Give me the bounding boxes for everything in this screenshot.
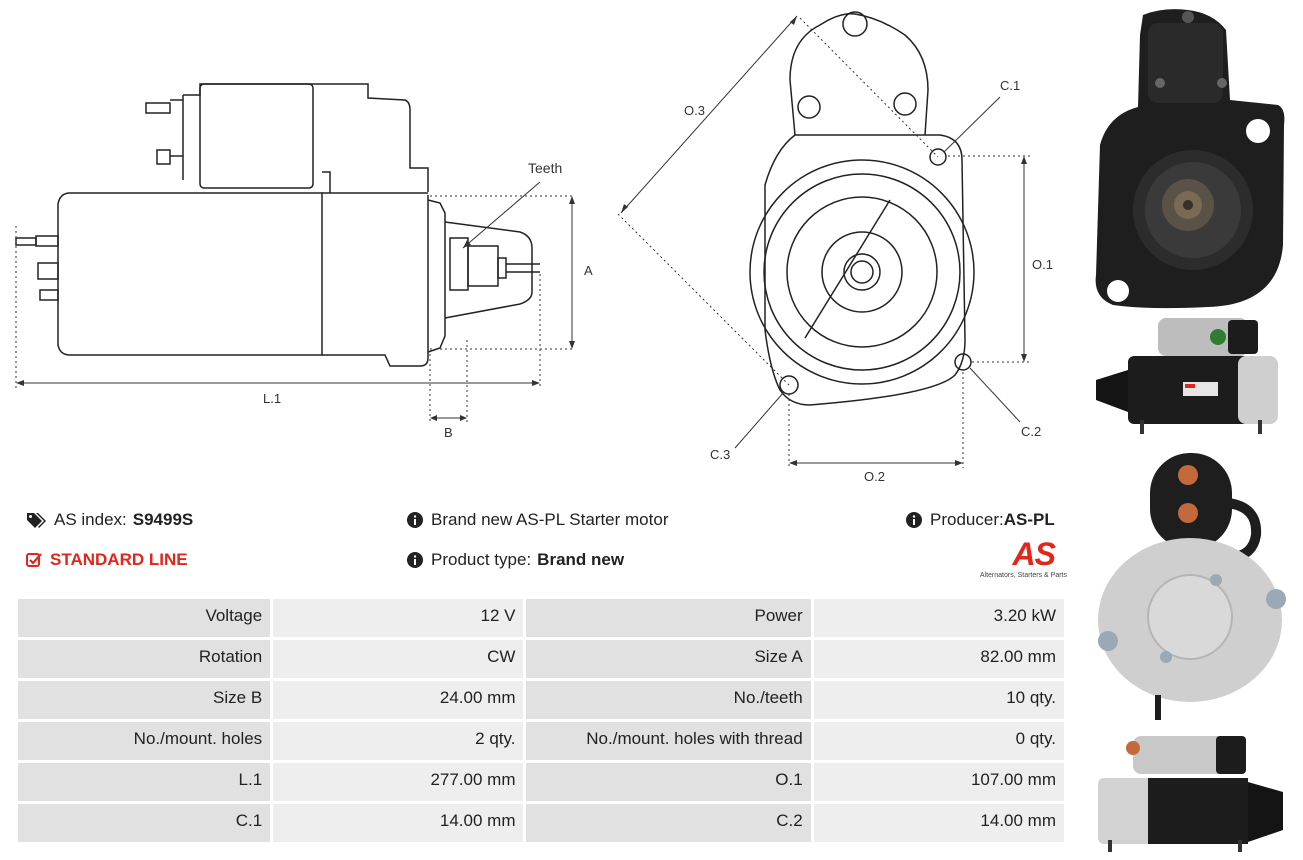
spec-value: 82.00 mm: [813, 640, 1064, 678]
front-view-drawing: O.3 C.1 O.1 C.2 C.3 O.2: [617, 11, 1053, 484]
label-c1: C.1: [1000, 78, 1020, 93]
info-icon: [407, 552, 423, 568]
producer: Producer: AS-PL: [906, 510, 1055, 530]
producer-value: AS-PL: [1003, 510, 1055, 529]
spec-label: No./teeth: [526, 681, 811, 719]
spec-label: C.1: [18, 804, 271, 842]
spec-value: 277.00 mm: [273, 763, 524, 801]
label-o1: O.1: [1032, 257, 1053, 272]
product-description: Brand new AS-PL Starter motor: [407, 510, 668, 530]
spec-value: 3.20 kW: [813, 599, 1064, 637]
spec-value: CW: [273, 640, 524, 678]
as-index-value: S9499S: [132, 510, 194, 529]
side-view-drawing: Teeth A L.1 B: [15, 83, 593, 440]
info-icon: [906, 512, 922, 528]
standard-line-badge: STANDARD LINE: [26, 550, 188, 570]
spec-value: 24.00 mm: [273, 681, 524, 719]
as-index: AS index: S9499S: [26, 510, 193, 530]
spec-label: Voltage: [18, 599, 271, 637]
label-l1: L.1: [263, 391, 281, 406]
product-photo-rear: [1098, 453, 1286, 720]
tags-icon: [27, 513, 46, 528]
spec-value: 0 qty.: [813, 722, 1064, 760]
producer-logo: AS Alternators, Starters & Parts: [964, 538, 1069, 582]
label-o3: O.3: [684, 103, 705, 118]
logo-tagline: Alternators, Starters & Parts: [979, 572, 1067, 579]
label-o2: O.2: [864, 469, 885, 484]
spec-label: No./mount. holes with thread: [526, 722, 811, 760]
product-type-value: Brand new: [537, 550, 625, 569]
product-photo-side-silver: [1098, 736, 1283, 852]
spec-value: 2 qty.: [273, 722, 524, 760]
spec-value: 107.00 mm: [813, 763, 1064, 801]
checkbox-checked-icon: [26, 553, 42, 567]
spec-value: 12 V: [273, 599, 524, 637]
info-icon: [407, 512, 423, 528]
product-photo-side-dark: [1096, 318, 1278, 434]
spec-label: Size A: [526, 640, 811, 678]
product-type-label: Product type:: [431, 550, 532, 569]
spec-label: Rotation: [18, 640, 271, 678]
producer-label: Producer:: [930, 510, 1004, 529]
product-type: Product type: Brand new: [407, 550, 624, 570]
spec-label: Power: [526, 599, 811, 637]
spec-label: L.1: [18, 763, 271, 801]
label-teeth: Teeth: [528, 160, 562, 176]
spec-label: Size B: [18, 681, 271, 719]
spec-label: O.1: [526, 763, 811, 801]
spec-value: 14.00 mm: [813, 804, 1064, 842]
product-photo-front: [1095, 9, 1285, 309]
spec-value: 10 qty.: [813, 681, 1064, 719]
standard-line-text: STANDARD LINE: [50, 550, 188, 569]
label-c2: C.2: [1021, 424, 1041, 439]
label-c3: C.3: [710, 447, 730, 462]
spec-label: No./mount. holes: [18, 722, 271, 760]
logo-mark: AS: [1012, 536, 1056, 572]
spec-value: 14.00 mm: [273, 804, 524, 842]
as-index-label: AS index:: [54, 510, 127, 529]
product-description-text: Brand new AS-PL Starter motor: [431, 510, 669, 529]
spec-label: C.2: [526, 804, 811, 842]
label-a: A: [584, 263, 593, 278]
label-b: B: [444, 425, 453, 440]
